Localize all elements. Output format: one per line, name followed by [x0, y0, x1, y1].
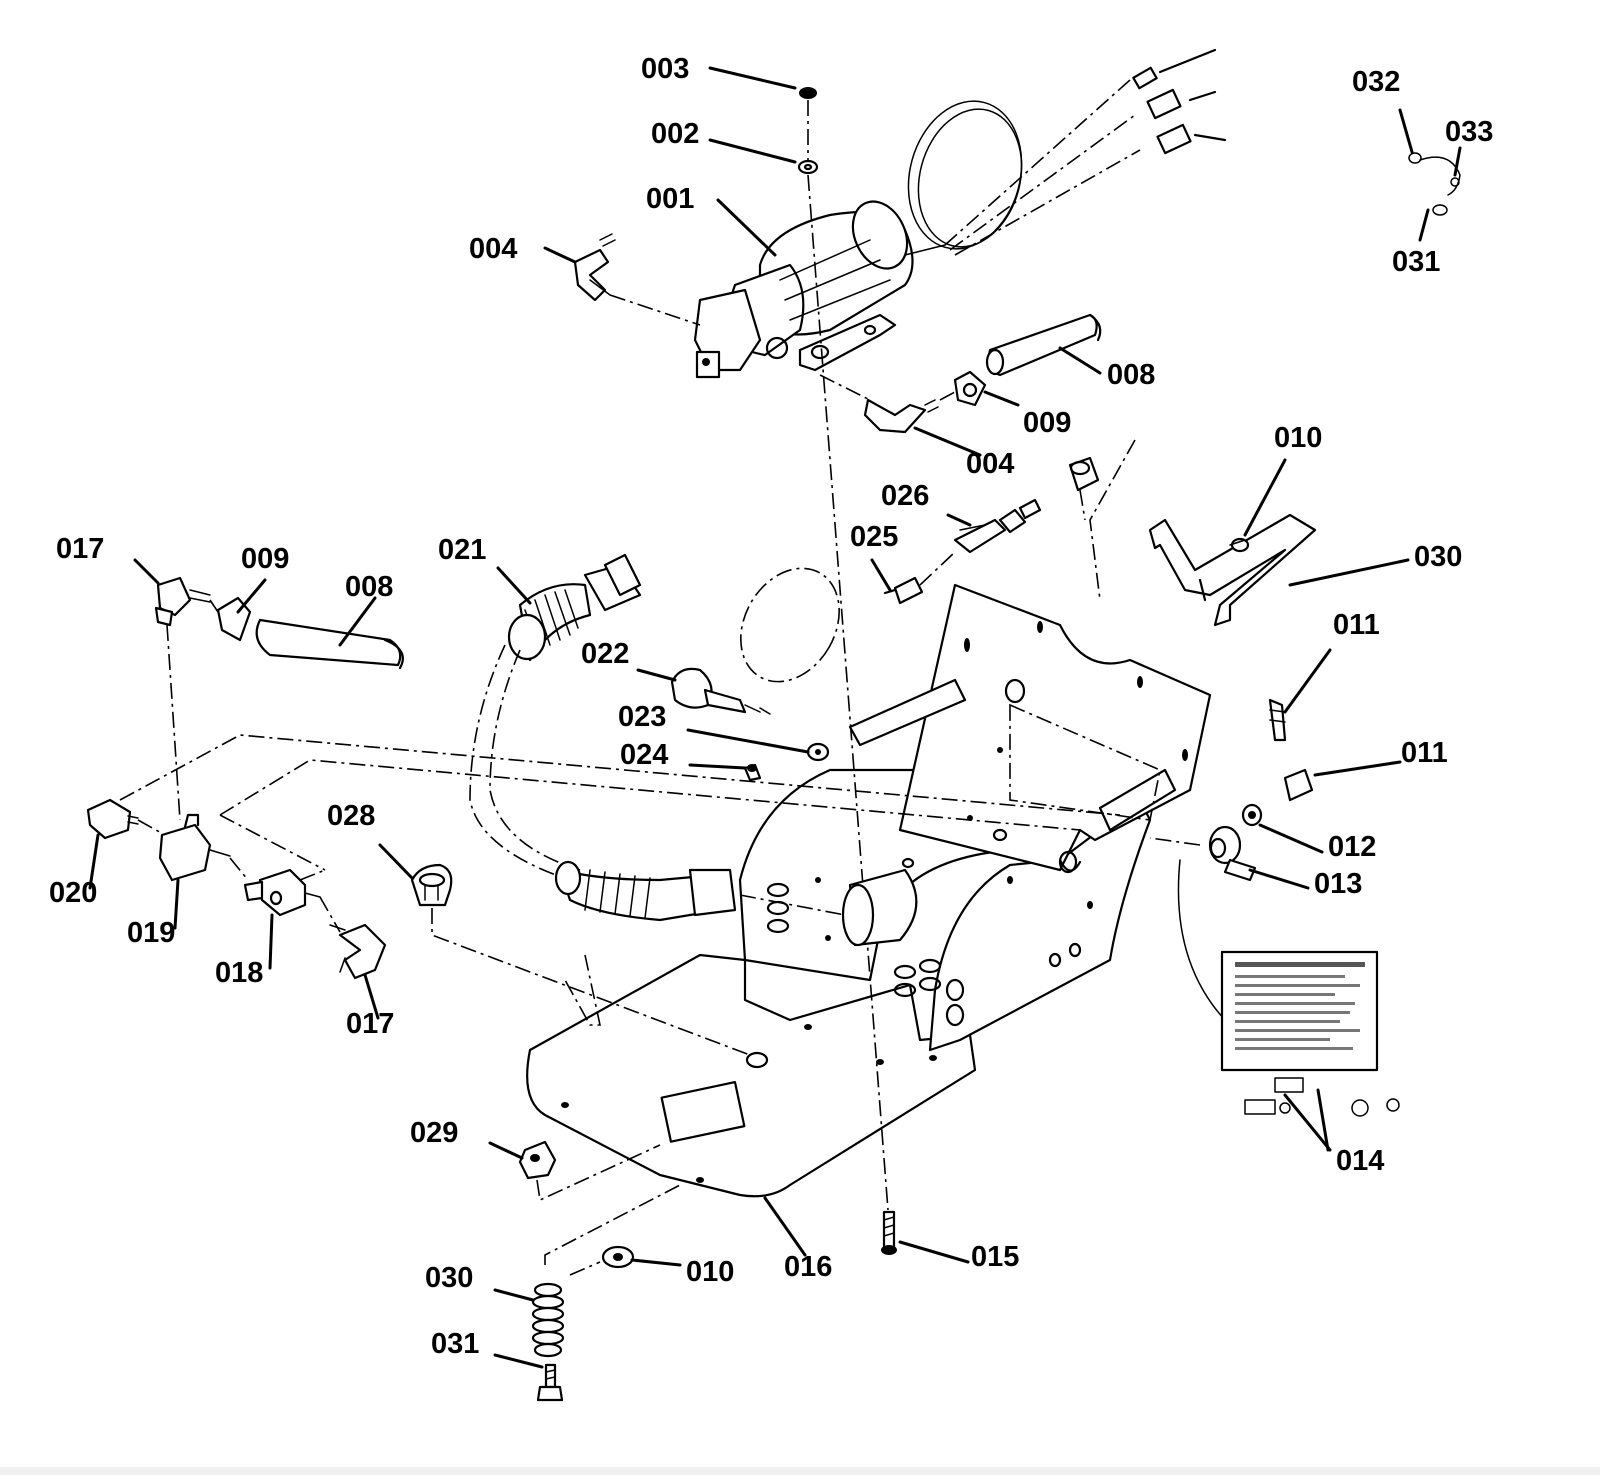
- bolt-upper: [1068, 439, 1136, 601]
- label-025: 025: [850, 521, 898, 553]
- label-016: 016: [784, 1251, 832, 1283]
- label-020: 020: [49, 877, 97, 909]
- label-009-right: 009: [1023, 407, 1071, 439]
- fittings-left: [86, 576, 1121, 980]
- nut-029: [518, 1140, 661, 1202]
- label-004-lower: 004: [966, 448, 1014, 480]
- label-008-left: 008: [345, 571, 393, 603]
- elbow-fitting-004-lower: [819, 374, 956, 434]
- label-015: 015: [971, 1241, 1019, 1273]
- label-011-top: 011: [1333, 609, 1380, 641]
- fitting-025-026: [740, 498, 1042, 683]
- label-022: 022: [581, 638, 629, 670]
- label-003: 003: [641, 53, 689, 85]
- label-030-right: 030: [1414, 541, 1462, 573]
- label-014: 014: [1336, 1145, 1384, 1177]
- label-019: 019: [127, 917, 175, 949]
- label-031-bottom: 031: [431, 1328, 479, 1360]
- sensor-022: [670, 667, 771, 715]
- leader-lines: [88, 66, 1462, 1369]
- label-023: 023: [618, 701, 666, 733]
- wire-harness: [907, 48, 1227, 256]
- upright-bracket: [848, 583, 1212, 874]
- label-026: 026: [881, 480, 929, 512]
- label-001: 001: [646, 183, 694, 215]
- grommet-028: [410, 863, 751, 1056]
- clip-assembly: [1408, 152, 1461, 216]
- label-010-top: 010: [1274, 422, 1322, 454]
- fitting-011: [1149, 698, 1314, 1021]
- mount-axis: [797, 87, 897, 1255]
- label-010-bottom: 010: [686, 1256, 734, 1288]
- label-032: 032: [1352, 66, 1400, 98]
- label-033: 033: [1445, 116, 1493, 148]
- label-012: 012: [1328, 831, 1376, 863]
- label-018: 018: [215, 957, 263, 989]
- label-002: 002: [651, 118, 699, 150]
- label-024: 024: [620, 739, 668, 771]
- label-021: 021: [438, 534, 486, 566]
- label-009-left: 009: [241, 543, 289, 575]
- flex-hose-021: [469, 553, 918, 947]
- label-011-lower: 011: [1401, 737, 1448, 769]
- label-028: 028: [327, 800, 375, 832]
- pump-motor: [693, 200, 946, 379]
- base-plate: [526, 953, 977, 1198]
- label-017-lower: 017: [346, 1008, 394, 1040]
- label-030-bottom: 030: [425, 1262, 473, 1294]
- decal-014: [1220, 950, 1400, 1117]
- label-004-top: 004: [469, 233, 517, 265]
- label-013: 013: [1314, 868, 1362, 900]
- bracket-030: [1148, 513, 1317, 627]
- label-031-top: 031: [1392, 246, 1440, 278]
- bottom-edge-strip: [0, 1467, 1600, 1475]
- part-labels: 003 002 001 004 008 009 004 010 026 030 …: [49, 53, 1493, 1360]
- label-029: 029: [410, 1117, 458, 1149]
- label-008-right: 008: [1107, 359, 1155, 391]
- nuts-023-024: [743, 742, 830, 782]
- label-017-top: 017: [56, 533, 104, 565]
- clamp-hose-upper: [953, 313, 1102, 407]
- spring-assembly-bottom: [531, 1184, 681, 1402]
- elbow-fitting-004-top: [573, 233, 701, 326]
